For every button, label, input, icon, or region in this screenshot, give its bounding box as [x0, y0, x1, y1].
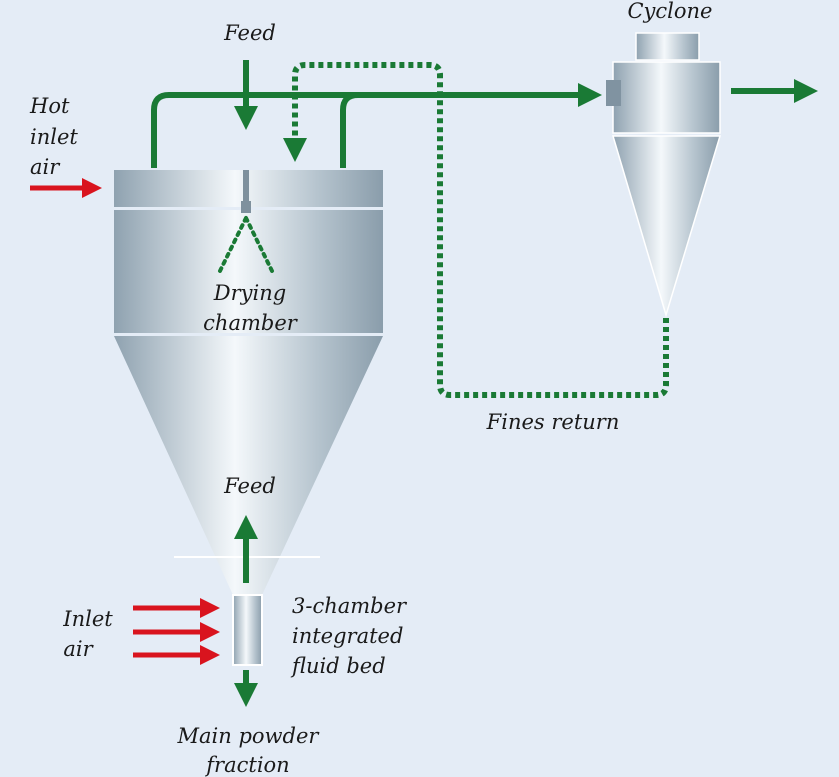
- label-feed-bottom: Feed: [223, 474, 276, 498]
- label-fluid-bed-2: integrated: [292, 624, 403, 648]
- label-drying-chamber-1: Drying: [213, 281, 286, 305]
- fines-return-line: [283, 62, 669, 398]
- label-fines-return: Fines return: [486, 410, 620, 434]
- fluid-bed: [232, 594, 263, 666]
- cyclone-inlet: [606, 80, 621, 106]
- label-drying-chamber-2: chamber: [203, 311, 299, 335]
- label-cyclone: Cyclone: [627, 0, 712, 23]
- label-fluid-bed-3: fluid bed: [290, 654, 386, 678]
- label-main-powder-1: Main powder: [177, 724, 321, 748]
- label-feed-top: Feed: [223, 21, 276, 45]
- label-inlet-air-2: air: [63, 637, 94, 661]
- cyclone: [606, 32, 722, 318]
- label-hot-inlet-air-2: inlet: [30, 125, 78, 149]
- air-duct-to-cyclone: [151, 83, 602, 168]
- label-fluid-bed-1: 3-chamber: [292, 594, 408, 618]
- spray-nozzle: [216, 170, 276, 277]
- label-hot-inlet-air-3: air: [30, 155, 61, 179]
- label-inlet-air-1: Inlet: [62, 607, 113, 631]
- air-duct-branch: [340, 92, 359, 168]
- label-hot-inlet-air-1: Hot: [29, 94, 70, 118]
- label-main-powder-2: fraction: [204, 753, 289, 777]
